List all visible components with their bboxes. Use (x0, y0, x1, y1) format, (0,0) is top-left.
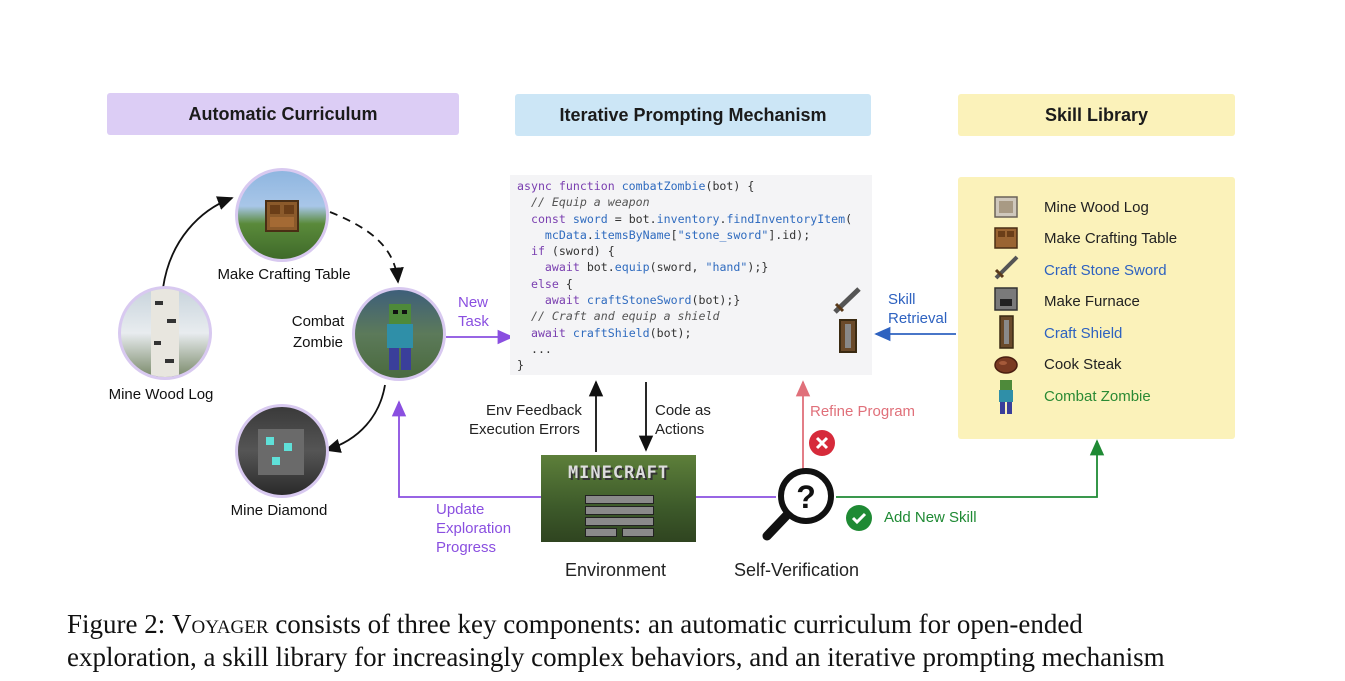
label-new: New (458, 294, 489, 311)
code-block: async function combatZombie(bot) { // Eq… (510, 175, 872, 375)
stone-sword-icon (833, 287, 861, 314)
code-line: const sword = bot.inventory.findInventor… (530, 211, 853, 226)
label-update: Update (436, 501, 485, 518)
label-task: Task (458, 313, 489, 330)
skill-item: Mine Wood Log (1044, 199, 1149, 216)
skill-label: Make Crafting Table (1044, 230, 1178, 247)
magnifier-question-icon: ? (762, 468, 834, 541)
skill-item: Make Crafting Table (1044, 230, 1177, 247)
label-code-as: Code as (655, 402, 711, 419)
arrow-wood-to-crafting (162, 196, 234, 289)
skill-library-header: Skill Library (958, 94, 1235, 136)
skill-label: Craft Shield (1044, 325, 1123, 342)
skill-label: Craft Stone Sword (1044, 262, 1167, 279)
skill-label: Combat Zombie (1044, 388, 1151, 405)
code-line: } (517, 358, 524, 373)
code-line: async function combatZombie(bot) { (517, 179, 755, 193)
crafting-table-thumbnail (235, 168, 329, 262)
skill-library-panel: Mine Wood Log Make Crafting Table Craft … (958, 177, 1235, 439)
skill-item: Craft Shield (1044, 325, 1122, 342)
diamond-thumbnail (235, 404, 329, 498)
shield-icon (839, 319, 857, 353)
combat-zombie-thumbnail (352, 287, 446, 381)
figure-caption: Figure 2: Voyager consists of three key … (67, 608, 1257, 674)
code-line: mcData.itemsByName["stone_sword"].id); (544, 227, 811, 242)
label-self-verification: Self-Verification (734, 560, 860, 580)
crafting-table-icon (265, 200, 299, 232)
arrow-combat-to-diamond (324, 384, 386, 453)
label-mine-diamond: Mine Diamond (230, 502, 328, 519)
arrow-update-progress (391, 400, 541, 498)
label-progress: Progress (436, 539, 497, 556)
menu-bar (622, 528, 654, 537)
code-line: ... (517, 341, 552, 356)
svg-text:?: ? (796, 479, 816, 515)
skill-item: Craft Stone Sword (1044, 262, 1167, 279)
crafting-table-icon (994, 227, 1018, 249)
success-check-icon (846, 505, 872, 531)
diamond-ore-icon (258, 429, 304, 475)
zombie-icon (999, 380, 1013, 414)
label-zombie: Zombie (292, 334, 344, 351)
caption-line-1: Figure 2: Voyager consists of three key … (67, 608, 1257, 641)
code-line: if (sword) { (530, 244, 615, 259)
label-env-feedback: Env Feedback (486, 402, 582, 419)
menu-bar (585, 506, 654, 515)
failure-x-icon (809, 430, 835, 456)
menu-bar (585, 495, 654, 504)
label-mine-wood-log: Mine Wood Log (108, 386, 214, 403)
minecraft-environment-screenshot: MINECRAFT (541, 455, 696, 542)
shield-icon (999, 315, 1014, 349)
label-refine-program: Refine Program (810, 403, 916, 420)
skill-item: Cook Steak (1044, 356, 1122, 373)
code-line: await craftStoneSword(bot);} (544, 293, 741, 308)
wood-log-thumbnail (118, 286, 212, 380)
label-make-crafting-table: Make Crafting Table (217, 266, 351, 283)
code-line: await craftShield(bot); (530, 325, 692, 340)
caption-name: Voyager (172, 609, 269, 639)
label-exploration: Exploration (436, 520, 512, 537)
skill-item: Make Furnace (1044, 293, 1140, 310)
stone-sword-icon (994, 255, 1019, 280)
code-line: // Craft and equip a shield (517, 309, 720, 324)
label-retrieval: Retrieval (888, 310, 948, 327)
arrow-crafting-to-combat (329, 211, 404, 284)
arrow-add-new-skill (836, 439, 1105, 498)
label-add-new-skill: Add New Skill (884, 509, 977, 526)
label-actions: Actions (655, 421, 705, 438)
wood-log-icon (994, 196, 1018, 218)
menu-bar (585, 517, 654, 526)
label-execution-errors: Execution Errors (469, 421, 580, 438)
caption-line-2: exploration, a skill library for increas… (67, 642, 1165, 672)
minecraft-logo-text: MINECRAFT (567, 463, 670, 483)
skill-label: Make Furnace (1044, 293, 1140, 310)
code-line: else { (530, 276, 573, 291)
skill-label: Cook Steak (1044, 356, 1122, 373)
birch-log-icon (151, 289, 179, 377)
skill-item: Combat Zombie (1044, 388, 1151, 405)
iterative-prompting-header: Iterative Prompting Mechanism (515, 94, 871, 136)
steak-icon (994, 356, 1018, 374)
code-line: await bot.equip(sword, "hand");} (544, 260, 769, 275)
label-combat: Combat (291, 313, 345, 330)
code-line: // Equip a weapon (517, 195, 650, 210)
curriculum-header: Automatic Curriculum (107, 93, 459, 135)
caption-line1-rest: consists of three key components: an aut… (268, 609, 1083, 639)
label-skill: Skill (888, 291, 916, 308)
label-environment: Environment (565, 560, 667, 580)
menu-bar (585, 528, 617, 537)
furnace-icon (994, 287, 1018, 311)
caption-prefix: Figure 2: (67, 609, 172, 639)
skill-label: Mine Wood Log (1044, 199, 1149, 216)
zombie-icon (387, 304, 413, 370)
